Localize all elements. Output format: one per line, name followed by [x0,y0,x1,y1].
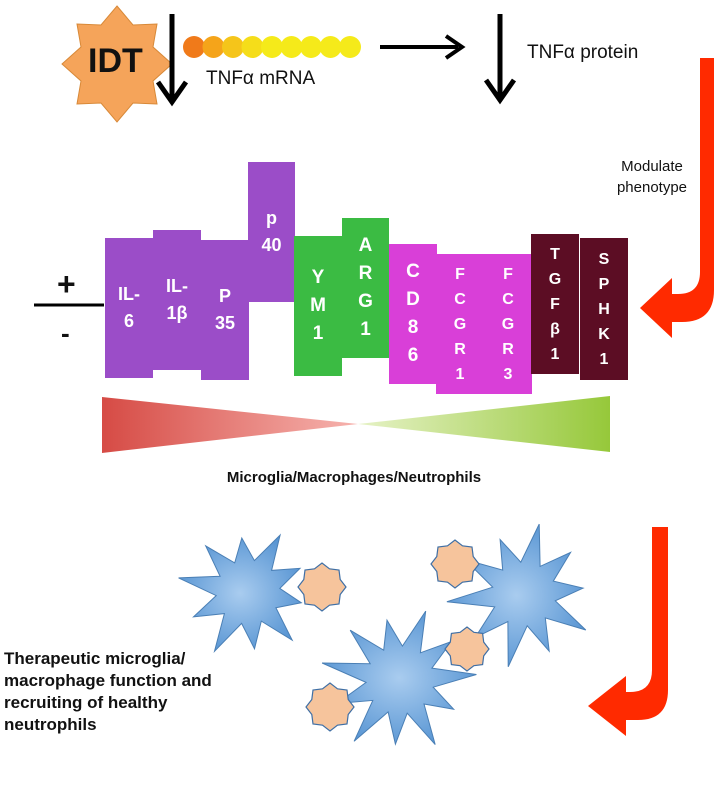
marker-block-purple: p 40 [248,162,295,302]
minus-sign: - [61,318,70,348]
marker-block-maroon: T G F β 1 [531,234,579,374]
mrna-bead [300,36,322,58]
mrna-bead [280,36,303,58]
marker-label: C D 8 6 [406,261,420,366]
marker-block-magenta: F C G R 1 [436,254,484,394]
mrna-bead [261,36,283,58]
neutrophil-cell [444,626,490,672]
marker-label: IL- 6 [118,284,140,331]
neutrophil-cell [430,539,480,589]
tnf-protein-label: TNFα protein [527,42,639,63]
mrna-bead [202,36,225,58]
antiinflammatory-wedge [358,396,610,452]
proinflammatory-wedge [102,397,358,453]
neutrophil-cell [305,682,355,732]
idt-down-arrowhead [155,80,189,107]
marker-block-green: A R G 1 [342,218,389,358]
tnf-mrna-label: TNFα mRNA [206,68,316,89]
marker-label: F C G R 1 [453,265,467,383]
microglia-cell [178,533,303,654]
marker-label: IL- 1β [166,276,188,323]
marker-label: F C G R 3 [501,265,515,383]
marker-label: S P H K 1 [598,250,610,368]
therapeutic-outcome-label: Therapeutic microglia/ macrophage functi… [4,649,212,734]
translation-arrowhead [444,34,466,60]
marker-label: Y M 1 [310,267,326,344]
plus-sign: + [57,266,76,302]
marker-label: P 35 [214,286,236,333]
mrna-bead [241,36,264,58]
outcome-red-arrow [588,527,668,736]
mrna-bead [183,36,205,58]
mrna-beads [183,36,361,58]
protein-down-arrowhead [483,78,517,105]
marker-block-purple: P 35 [201,240,249,380]
marker-block-maroon: S P H K 1 [580,238,628,380]
marker-block-magenta: F C G R 3 [484,254,532,394]
modulate-red-arrow [640,58,714,338]
cell-types-label: Microglia/Macrophages/Neutrophils [226,469,482,486]
idt-starburst-icon [61,5,173,123]
marker-label: p 40 [261,208,282,255]
modulate-phenotype-label: Modulate phenotype [616,158,688,196]
mrna-bead [339,36,361,58]
marker-block-green: Y M 1 [294,236,342,376]
marker-block-magenta: C D 8 6 [389,244,437,384]
marker-block-purple: IL- 1β [153,230,201,370]
idt-label: IDT [88,42,143,80]
mrna-bead [222,36,244,58]
neutrophil-cell [297,562,347,612]
marker-label: A R G 1 [358,235,373,340]
marker-label: T G F β 1 [548,245,562,363]
microglia-cell [446,523,587,668]
microglia-cell [321,610,477,746]
marker-block-purple: IL- 6 [105,238,153,378]
mrna-bead [319,36,342,58]
cell-illustrations [178,523,587,746]
